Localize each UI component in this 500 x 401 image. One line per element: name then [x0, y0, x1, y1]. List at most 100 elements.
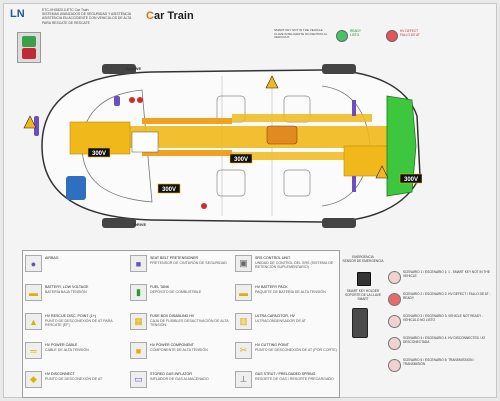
legend-item: ● AIRBAG — [23, 252, 127, 280]
label-300v-text-3: 300V — [162, 187, 176, 193]
hv-cable-side-lower — [232, 152, 372, 160]
legend-item: ■ HV POWER COMPONENT COMPONENTE DE ALTA … — [128, 339, 232, 367]
legend-subtitle: COMPONENTE DE ALTA TENSIÓN — [150, 348, 208, 352]
legend-subtitle: PRETENSOR DE CINTURÓN DE SEGURIDAD — [150, 261, 227, 265]
legend-title: STORED GAS INFLATOR — [150, 372, 192, 376]
hv-disconnect-icon: ◆ — [25, 371, 42, 388]
hv-power-cable-icon: ═ — [25, 342, 42, 359]
hv-cutting-point-icon: ✂ — [235, 342, 252, 359]
legend-subtitle: CABLE DE ALTA TENSIÓN — [45, 348, 89, 352]
rear-seat-right — [283, 169, 311, 197]
vehicle-diagram: 300V 300V 300V 300V SNOWE DRIVE — [23, 64, 422, 228]
legend-item: ▦ FUSE BOX DISABLING HV CAJA DE FUSIBLES… — [128, 310, 232, 338]
scenario-button[interactable] — [388, 337, 401, 350]
scenario-row[interactable]: SCENARIO 1 / ESCENARIO 1: 1 - SMART KEY … — [386, 270, 496, 284]
switch-off-button[interactable] — [22, 48, 36, 59]
legend-title: SEAT BELT PRETENSIONER — [150, 256, 199, 260]
legend-title: HV POWER CABLE — [45, 343, 78, 347]
scenario-label: SCENARIO 1 / ESCENARIO 1: 1 - SMART KEY … — [403, 270, 490, 278]
smart-key-holder-switch[interactable] — [352, 308, 368, 338]
wheel-front-left — [102, 64, 136, 74]
scenario-row[interactable]: SCENARIO 2 / ESCENARIO 2: HV DEFECT / FA… — [386, 292, 496, 306]
smart-key-text: SMART KEY NOT IN THE VEHICLE CLAVE INTEL… — [274, 28, 328, 40]
front-seat-right — [216, 169, 246, 197]
label-300v-1 — [87, 147, 111, 158]
wheel-front-right — [102, 218, 136, 228]
legend-item: ▭ STORED GAS INFLATOR INFLADOR DE GAS AL… — [128, 368, 232, 396]
scenario-label: SCENARIO 4 / ESCENARIO 4: HV DISCONNECTE… — [403, 336, 486, 344]
scenario-row[interactable]: SCENARIO 5 / ESCENARIO 5: TRANSMISSION /… — [386, 358, 496, 372]
warning-triangle-3 — [265, 75, 279, 89]
scenario-button[interactable] — [388, 315, 401, 328]
scenario-label: SCENARIO 5 / ESCENARIO 5: TRANSMISSION /… — [403, 358, 475, 366]
legend-subtitle: CAJA DE FUSIBLES DESACTIVACIÓN DE ALTA T… — [150, 319, 229, 328]
product-logo: Car Train — [146, 10, 194, 22]
scenario-label: SCENARIO 3 / ESCENARIO 3: VEHICLE NOT RE… — [403, 314, 484, 322]
ultra-capacitor-icon: ▥ — [235, 313, 252, 330]
legend-panel: ● AIRBAG ■ SEAT BELT PRETENSIONER PRETEN… — [22, 250, 340, 398]
scenario-row[interactable]: SCENARIO 3 / ESCENARIO 3: VEHICLE NOT RE… — [386, 314, 496, 328]
hv-battery-green — [386, 95, 417, 197]
lv-battery — [66, 176, 86, 200]
hv-battery-pack-icon: ▬ — [235, 284, 252, 301]
legend-item: ▲ HV RESCUE DISC. POINT (1+) PUNTO DE DE… — [23, 310, 127, 338]
scenario-button[interactable] — [388, 293, 401, 306]
legend-item: ▬ BATTERY, LOW VOLTAGE BATERÍA BAJA TENS… — [23, 281, 127, 309]
gas-strut-icon: ⟂ — [235, 371, 252, 388]
warning-triangle-2 — [375, 165, 389, 179]
legend-subtitle: BATERÍA BAJA TENSIÓN — [45, 290, 87, 294]
hv-warning-label — [131, 131, 159, 153]
hv-rescue-disc-point-icon: ▲ — [25, 313, 42, 330]
legend-title: GAS STRUT / PRELOADED SPRING — [255, 372, 316, 376]
power-switch[interactable] — [17, 32, 41, 63]
legend-title: SRS CONTROL UNIT — [255, 256, 291, 260]
seat-belt-pretensioner-icon: ■ — [130, 255, 147, 272]
legend-item: ▮ FUEL TANK DEPÓSITO DE COMBUSTIBLE — [128, 281, 232, 309]
marker-red-2 — [137, 97, 143, 103]
warning-triangle-1 — [23, 115, 37, 129]
battery-low-voltage-icon: ▬ — [25, 284, 42, 301]
legend-item: ■ SEAT BELT PRETENSIONER PRETENSOR DE CI… — [128, 252, 232, 280]
legend-subtitle: UNIDAD DE CONTROL DEL SRS (SISTEMA DE RE… — [255, 261, 334, 270]
legend-title: FUEL TANK — [150, 285, 170, 289]
legend-subtitle: DEPÓSITO DE COMBUSTIBLE — [150, 290, 202, 294]
hv-cable-side-upper — [232, 114, 372, 122]
scenario-row[interactable]: SCENARIO 4 / ESCENARIO 4: HV DISCONNECTE… — [386, 336, 496, 350]
legend-item: ▬ HV BATTERY PACK PAQUETE DE BATERÍA DE … — [233, 281, 337, 309]
ready-lamp — [336, 30, 348, 42]
status-indicators: SMART KEY NOT IN THE VEHICLE CLAVE INTEL… — [274, 26, 454, 48]
header-description: ETC-VHG820.0-ETC Car Train SISTEMAS AVAN… — [42, 8, 142, 25]
scenario-button[interactable] — [388, 271, 401, 284]
marker-red-3 — [201, 203, 207, 209]
legend-title: HV CUTTING POINT — [255, 343, 289, 347]
airbag-front — [34, 116, 39, 136]
label-300v-text-4: 300V — [404, 177, 418, 183]
label-300v-2 — [229, 153, 253, 164]
legend-item: ◆ HV DISCONNECT PUNTO DE DESCONEXIÓN DE … — [23, 368, 127, 396]
brand-logo: LN — [10, 8, 25, 20]
legend-title: HV BATTERY PACK — [255, 285, 288, 289]
label-300v-text-2: 300V — [234, 157, 248, 163]
legend-item: ✂ HV CUTTING POINT PUNTO DE DESCONEXIÓN … — [233, 339, 337, 367]
switch-on-button[interactable] — [22, 36, 36, 47]
training-board: LN ETC-VHG820.0-ETC Car Train SISTEMAS A… — [3, 3, 497, 398]
header-desc-3: PARA RESCATE DE RESCATE — [42, 20, 90, 25]
stored-gas-inflator-icon: ▭ — [130, 371, 147, 388]
legend-item: ⟂ GAS STRUT / PRELOADED SPRING RESORTE D… — [233, 368, 337, 396]
legend-subtitle: INFLADOR DE GAS ALMACENADO — [150, 377, 209, 381]
airbag-rear-right — [352, 176, 356, 192]
hv-power-component-icon: ■ — [130, 342, 147, 359]
legend-subtitle: PUNTO DE DESCONEXIÓN DE AT — [45, 377, 103, 381]
hv-cable-upper — [142, 118, 232, 124]
fuse-box-icon: ▦ — [130, 313, 147, 330]
scenario-label: SCENARIO 2 / ESCENARIO 2: HV DEFECT / FA… — [403, 292, 491, 300]
emergency-sensor-button[interactable] — [357, 272, 371, 286]
legend-title: FUSE BOX DISABLING HV — [150, 314, 195, 318]
label-300v-4 — [399, 173, 422, 184]
scenario-button[interactable] — [388, 359, 401, 372]
airbag-icon: ● — [25, 255, 42, 272]
legend-title: HV POWER COMPONENT — [150, 343, 194, 347]
